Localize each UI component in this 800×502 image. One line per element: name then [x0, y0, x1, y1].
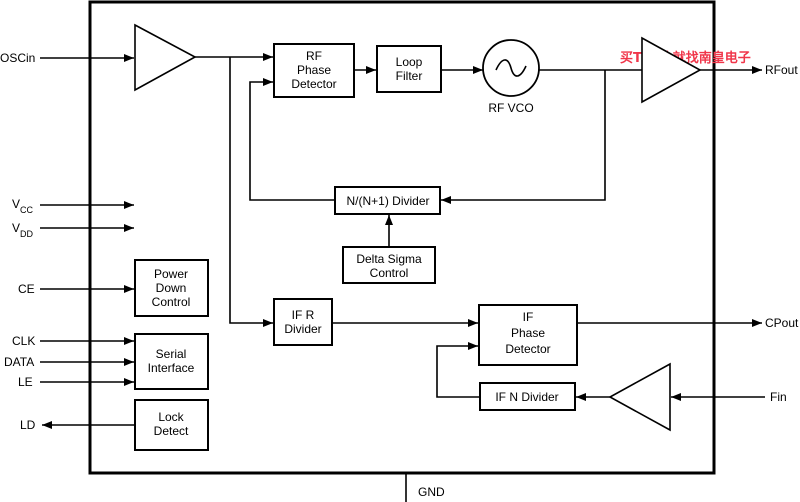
- if-n-divider-label: IF N Divider: [495, 390, 558, 404]
- if-r-divider-label-line: Divider: [284, 322, 321, 336]
- lock-detect-label-line: Detect: [154, 424, 189, 438]
- vcc-pin-subscript: CC: [20, 205, 33, 215]
- rf-phase-detector-label-line: RF: [306, 49, 322, 63]
- cpout-pin-label: CPout: [765, 316, 799, 330]
- loop-filter-label-line: Filter: [396, 69, 423, 83]
- lock-detect-block: [134, 399, 209, 451]
- vdd-pin-subscript: DD: [20, 229, 33, 239]
- n-divider-to-rf-pd-arrow: [249, 78, 335, 201]
- input-buffer-amplifier: [134, 23, 197, 92]
- data-pin-label: DATA: [4, 355, 34, 369]
- le-pin-label: LE: [18, 375, 33, 389]
- serial-interface-label-line: Interface: [148, 361, 195, 375]
- power-down-label-line: Power: [154, 267, 188, 281]
- rf-phase-detector-label-line: Detector: [291, 77, 336, 91]
- delta-sigma-label-line: Delta Sigma: [356, 252, 422, 266]
- buffer-to-if-r-divider-arrow: [229, 57, 273, 327]
- power-down-label-line: Down: [156, 281, 187, 295]
- if-r-divider-label-line: IF R: [292, 308, 315, 322]
- if-r-divider-block: [273, 298, 333, 346]
- power-down-label-line: Control: [152, 295, 191, 309]
- fin-pin-label: Fin: [770, 390, 787, 404]
- n-divider-label: N/(N+1) Divider: [346, 194, 429, 208]
- power-down-control-block: [134, 259, 209, 317]
- chip-outline: [88, 0, 716, 475]
- if-n-divider-to-if-pd-arrow: [436, 342, 480, 398]
- loop-filter-block: [376, 45, 442, 93]
- if-phase-detector-label-line: Phase: [511, 326, 545, 340]
- oscin-pin-label: OSCin: [0, 51, 35, 65]
- vco-to-n-divider-arrow: [441, 70, 606, 204]
- ld-pin-label: LD: [20, 418, 36, 432]
- ce-pin-label: CE: [18, 282, 35, 296]
- lock-detect-label-line: Lock: [158, 410, 184, 424]
- clk-pin-label: CLK: [12, 334, 35, 348]
- vcc-pin-label: V: [12, 197, 20, 211]
- output-amplifier: [641, 36, 702, 104]
- sine-wave-icon: [495, 59, 527, 77]
- n-divider-block: [334, 186, 441, 215]
- serial-interface-label-line: Serial: [156, 347, 187, 361]
- rf-vco-label: RF VCO: [488, 101, 533, 115]
- if-phase-detector-label-line: IF: [523, 310, 534, 324]
- serial-interface-block: [134, 333, 209, 390]
- delta-sigma-label-line: Control: [370, 266, 409, 280]
- if-phase-detector-label-line: Detector: [505, 342, 550, 356]
- delta-sigma-control-block: [342, 246, 436, 284]
- vdd-pin-label: V: [12, 221, 20, 235]
- loop-filter-label-line: Loop: [396, 55, 423, 69]
- rfout-pin-label: RFout: [765, 63, 798, 77]
- rf-phase-detector-label-line: Phase: [297, 63, 331, 77]
- gnd-pin-label: GND: [418, 485, 445, 499]
- if-phase-detector-block: [478, 304, 578, 366]
- if-input-amplifier: [608, 362, 671, 432]
